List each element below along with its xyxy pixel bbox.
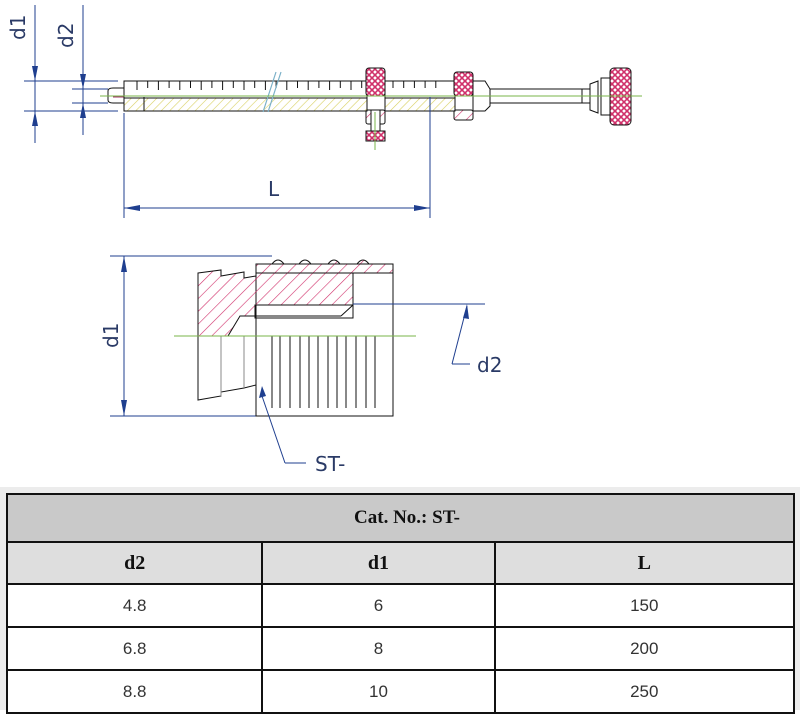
catalog-label: Cat. No.: ST- <box>6 493 795 543</box>
tool-side-view: d1 d2 <box>6 5 642 218</box>
cell-d1: 8 <box>261 626 496 671</box>
L-label: L <box>268 177 280 201</box>
table-row: 4.8 6 150 <box>5 583 796 628</box>
L-dimension: L <box>123 113 430 218</box>
table-row: 6.8 8 200 <box>5 626 796 671</box>
table-row: 8.8 10 250 <box>5 669 796 714</box>
part-label: ST- <box>315 452 345 476</box>
column-header: d2 <box>5 541 264 585</box>
d2-label-top: d2 <box>54 23 78 48</box>
header-row: d2 d1 L <box>5 541 796 585</box>
d1-label-section: d1 <box>99 323 123 348</box>
cell-d2: 6.8 <box>5 626 264 671</box>
scale-ticks <box>136 81 363 111</box>
cell-L: 200 <box>493 626 796 671</box>
technical-drawing: d1 d2 <box>6 5 642 476</box>
catalog-row: Cat. No.: ST- <box>6 493 795 543</box>
cell-d1: 10 <box>261 669 496 714</box>
d2-label-section: d2 <box>477 353 502 377</box>
spec-table: Cat. No.: ST- d2 d1 L 4.8 6 150 6.8 8 20… <box>5 493 796 714</box>
column-header: L <box>493 541 796 585</box>
scale-ticks-2 <box>392 81 437 88</box>
cell-L: 150 <box>493 583 796 628</box>
insert-section-view: d1 d2 ST- <box>99 255 502 476</box>
insert-thread-lines <box>271 336 376 408</box>
cell-d2: 8.8 <box>5 669 264 714</box>
d1-dimension-top: d1 <box>6 5 118 143</box>
spec-table-container: Cat. No.: ST- d2 d1 L 4.8 6 150 6.8 8 20… <box>0 487 800 714</box>
column-header: d1 <box>261 541 496 585</box>
d2-dimension-top: d2 <box>54 5 108 135</box>
cell-d2: 4.8 <box>5 583 264 628</box>
d1-label-top: d1 <box>6 15 30 40</box>
cell-d1: 6 <box>261 583 496 628</box>
cell-L: 250 <box>493 669 796 714</box>
